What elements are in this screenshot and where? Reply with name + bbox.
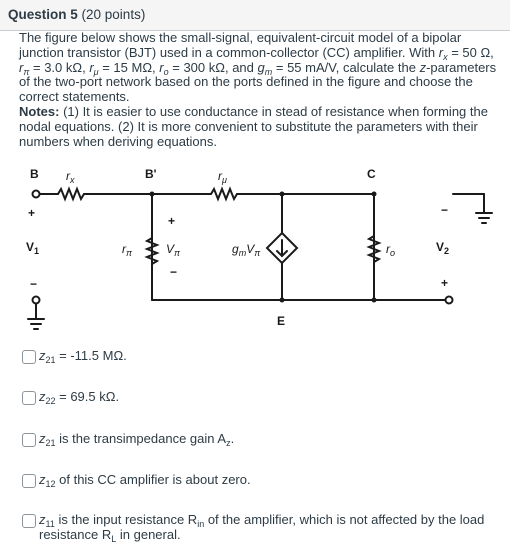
port1-plus: +	[28, 206, 35, 220]
label-rpi: rπ	[122, 242, 133, 258]
resistor-rpi	[144, 237, 160, 265]
current-arrow-head	[276, 250, 288, 258]
checkbox-option-5[interactable]	[22, 514, 36, 528]
node-bprime-dot	[149, 191, 155, 197]
port2-minus: −	[441, 203, 448, 217]
label-gm-vpi: gmVπ	[232, 242, 261, 258]
rmu-symbol: rμ	[89, 59, 99, 77]
answer-option-2[interactable]: z22 = 69.5 kΩ.	[22, 389, 119, 406]
node-e2-dot	[371, 297, 377, 303]
answer-option-1[interactable]: z21 = -11.5 MΩ.	[22, 348, 127, 365]
node-label-bprime: B'	[145, 167, 157, 181]
ro-symbol: ro	[159, 59, 169, 77]
label-rx: rx	[66, 169, 75, 185]
question-text: The figure below shows the small-signal,…	[19, 30, 503, 149]
rpi-symbol: rπ	[19, 59, 30, 77]
question-points: (20 points)	[81, 7, 146, 22]
checkbox-option-2[interactable]	[22, 391, 36, 405]
gm-symbol: gm	[257, 59, 273, 77]
answer-option-4[interactable]: z12 of this CC amplifier is about zero.	[22, 472, 251, 489]
node-gm-dot	[279, 191, 285, 197]
bjt-equivalent-circuit: B B' C E rx rμ rπ ro Vπ gmVπ + V1 − + − …	[26, 167, 493, 330]
node-label-e: E	[277, 314, 285, 328]
checkbox-option-1[interactable]	[22, 350, 36, 364]
label-rmu: rμ	[218, 169, 227, 185]
ground-icon	[475, 212, 493, 224]
dependent-current-source	[265, 231, 299, 265]
terminal-port1-minus	[31, 295, 41, 305]
vpi-plus: +	[168, 214, 175, 228]
label-v2: V2	[436, 240, 449, 256]
question-header: Question 5 (20 points)	[0, 0, 510, 31]
label-ro: ro	[386, 242, 395, 258]
label-v1: V1	[26, 240, 39, 256]
answer-option-3[interactable]: z21 is the transimpedance gain Az.	[22, 431, 234, 448]
question-title: Question 5 (20 points)	[8, 7, 145, 22]
question-prompt: The figure below shows the small-signal,…	[19, 30, 497, 105]
resistor-rx	[57, 186, 85, 202]
vpi-minus: −	[170, 265, 177, 279]
checkbox-option-3[interactable]	[22, 433, 36, 447]
resistor-rmu	[210, 186, 238, 202]
checkbox-option-4[interactable]	[22, 474, 36, 488]
port2-plus: +	[441, 276, 448, 290]
node-label-b: B	[30, 167, 39, 181]
terminal-b	[31, 189, 41, 199]
answer-option-5[interactable]: z11 is the input resistance Rin of the a…	[22, 512, 500, 543]
node-e-dot	[279, 297, 285, 303]
node-label-c: C	[367, 167, 376, 181]
resistor-ro	[366, 235, 382, 263]
port1-minus: −	[30, 277, 37, 291]
node-c-dot	[371, 191, 377, 197]
label-vpi: Vπ	[166, 242, 181, 258]
z-symbol: z	[419, 59, 427, 75]
rx-symbol: rx	[438, 44, 448, 62]
question-notes: Notes: (1) It is easier to use conductan…	[19, 103, 488, 149]
terminal-port2-plus	[444, 295, 454, 305]
question-number: Question 5	[8, 7, 78, 22]
ground-icon-port1	[27, 318, 45, 330]
